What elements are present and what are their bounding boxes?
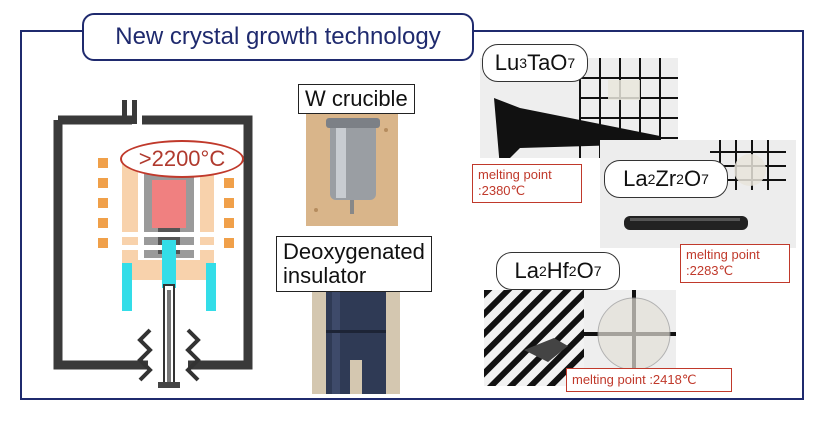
la2zr2o7-melting-point: melting point :2283℃ (680, 244, 790, 283)
la2zr2o7-mp-label: melting point (686, 247, 760, 262)
lu3tao7-n2: 7 (567, 55, 576, 71)
lu3tao7-melting-point: melting point :2380℃ (472, 164, 582, 203)
la2zr2o7-n2: 2 (676, 171, 684, 187)
furnace-diagram (53, 100, 253, 388)
la2zr2o7-tail: O (683, 166, 702, 191)
la2hf2o7-n1: 2 (538, 263, 547, 279)
crucible-photo (306, 110, 398, 226)
la2zr2o7-element: La (623, 166, 648, 191)
la2zr2o7-n3: 7 (701, 171, 709, 187)
la2zr2o7-mp-value: :2283℃ (686, 263, 734, 279)
insulator-label: Deoxygenated insulator (276, 236, 432, 293)
la2hf2o7-n2: 2 (568, 263, 577, 279)
la2hf2o7-tail: O (576, 258, 594, 283)
insulator-photo (312, 290, 400, 394)
la2hf2o7-element: La (514, 258, 539, 283)
title-box: New crystal growth technology (82, 13, 474, 61)
insulator-label-line2: insulator (283, 263, 367, 289)
la2hf2o7-n3: 7 (593, 263, 602, 279)
insulator-label-line1: Deoxygenated (283, 239, 425, 264)
lu3tao7-element: Lu (494, 50, 520, 75)
la2zr2o7-n1: 2 (647, 171, 656, 187)
crucible-label-text: W crucible (305, 86, 408, 111)
page-title: New crystal growth technology (115, 23, 441, 50)
temperature-label: >2200°C (120, 140, 244, 178)
la2hf2o7-mp-text: melting point :2418℃ (572, 372, 697, 387)
temperature-text: >2200°C (138, 146, 226, 171)
crucible-label: W crucible (298, 84, 415, 115)
la2hf2o7-mid: Hf (546, 258, 569, 283)
la2zr2o7-mid: Zr (655, 166, 677, 191)
lu3tao7-mp-value: :2380℃ (478, 183, 526, 199)
lu3tao7-mp-label: melting point (478, 167, 552, 182)
la2hf2o7-melting-point: melting point :2418℃ (566, 368, 732, 393)
lu3tao7-n1: 3 (519, 55, 528, 71)
lu3tao7-mid: TaO (527, 50, 568, 75)
